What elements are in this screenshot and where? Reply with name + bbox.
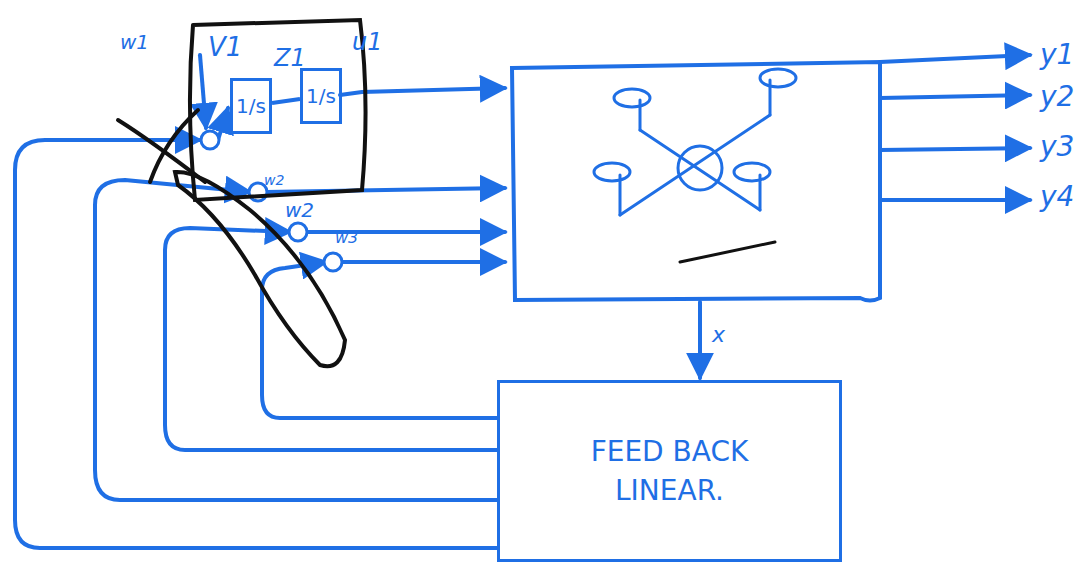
output-wire <box>880 148 1030 150</box>
integrator-block: 1/s <box>300 68 342 124</box>
node-text: 1/s <box>236 92 266 120</box>
disturbance-name: w2 <box>285 198 314 222</box>
connectors <box>272 99 300 103</box>
output-wire <box>880 95 1030 98</box>
plant-box <box>512 62 880 301</box>
signal-name: Z1 <box>274 44 306 72</box>
disturbance-name: w3 <box>335 228 358 247</box>
annotations <box>118 20 366 366</box>
feedback-wire <box>15 140 497 548</box>
node-text: 1/s <box>306 82 336 110</box>
signal-wire <box>340 260 505 264</box>
output-name: y3 <box>1040 130 1074 163</box>
output-name: y4 <box>1040 180 1074 213</box>
circled-group <box>175 172 345 366</box>
summing-junction <box>201 131 219 149</box>
group-outline <box>190 20 366 200</box>
signal-connector <box>272 99 300 103</box>
node-text: FEED BACK LINEAR. <box>568 432 771 510</box>
disturbance-name: w1 <box>120 30 149 54</box>
summing-junctions <box>201 131 342 271</box>
signal-wire <box>266 188 505 192</box>
output-name: y2 <box>1040 80 1074 113</box>
disturbance-wire <box>200 55 206 128</box>
summing-junction <box>289 223 307 241</box>
wires <box>15 55 1030 548</box>
state-name: x <box>712 322 725 347</box>
output-wire <box>880 198 1030 202</box>
integrator-block: 1/s <box>230 78 272 134</box>
quadrotor-illustration <box>594 69 796 262</box>
state-wire <box>698 302 702 378</box>
signal-wire <box>218 108 228 140</box>
feedback-linearization-box: FEED BACK LINEAR. <box>497 380 842 562</box>
output-name: y1 <box>1040 38 1074 71</box>
signal-name: u1 <box>352 28 382 56</box>
signal-name: V1 <box>208 32 242 62</box>
summing-junction <box>324 253 342 271</box>
output-wire <box>880 55 1030 62</box>
disturbance-name: w2 <box>264 172 284 188</box>
